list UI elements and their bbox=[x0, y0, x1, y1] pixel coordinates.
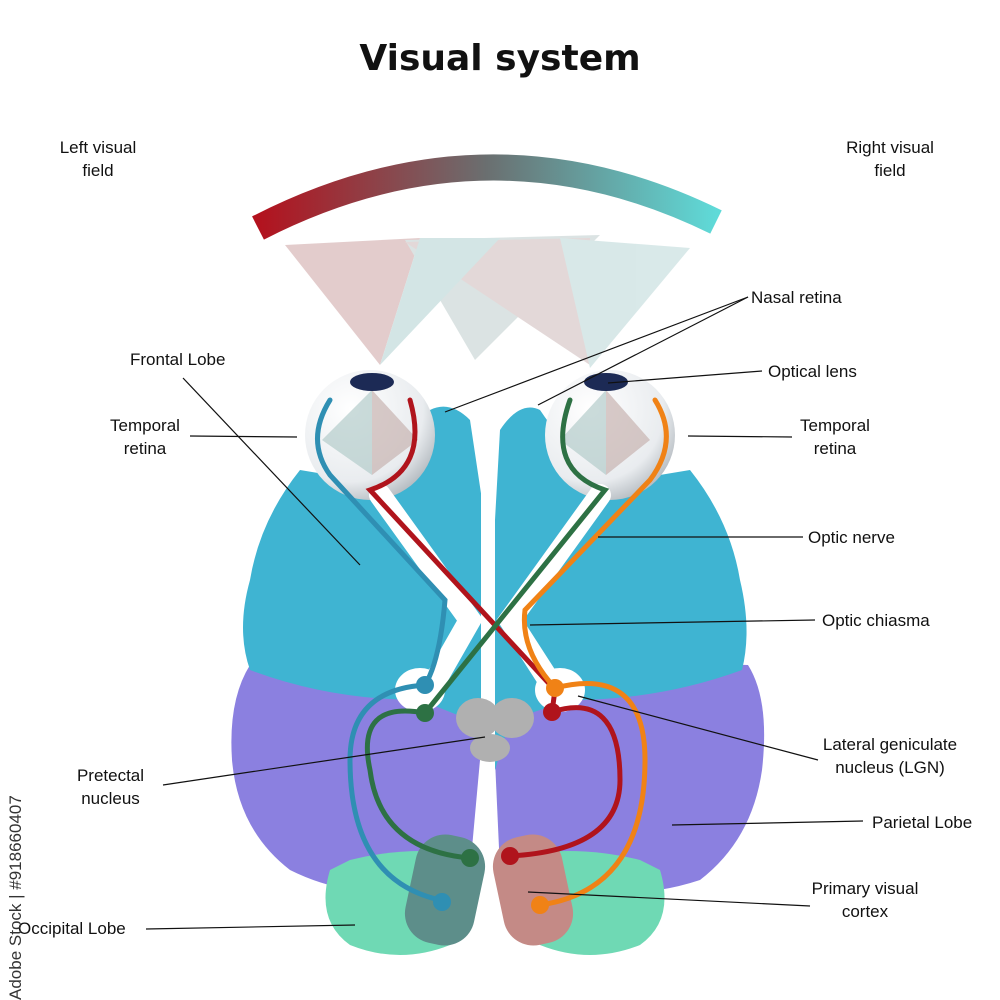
right-eye bbox=[545, 370, 675, 500]
pathway-red bbox=[365, 397, 623, 859]
pathway-blue bbox=[315, 397, 448, 903]
label-optic-chiasma: Optic chiasma bbox=[822, 611, 930, 630]
label-frontal-lobe: Frontal Lobe bbox=[130, 350, 226, 369]
visual-pathways bbox=[315, 397, 669, 908]
pathway-green bbox=[364, 397, 610, 861]
pretectal-nucleus bbox=[456, 698, 534, 762]
pathway-orange bbox=[521, 397, 669, 908]
page-title: Visual system bbox=[359, 38, 641, 79]
visual-field-projections bbox=[285, 235, 690, 368]
leader-lines bbox=[145, 296, 864, 930]
parietal-lobe-right bbox=[495, 660, 765, 894]
label-optical-lens: Optical lens bbox=[768, 362, 857, 381]
pathway-nodes bbox=[416, 676, 564, 914]
label-nasal-retina: Nasal retina bbox=[751, 288, 842, 307]
stock-watermark: Adobe Stock | #918660407 bbox=[6, 795, 25, 1000]
label-occipital-lobe: Occipital Lobe bbox=[18, 919, 126, 938]
label-optic-nerve: Optic nerve bbox=[808, 528, 895, 547]
label-parietal-lobe: Parietal Lobe bbox=[872, 813, 973, 832]
visual-field-arc bbox=[252, 154, 722, 240]
